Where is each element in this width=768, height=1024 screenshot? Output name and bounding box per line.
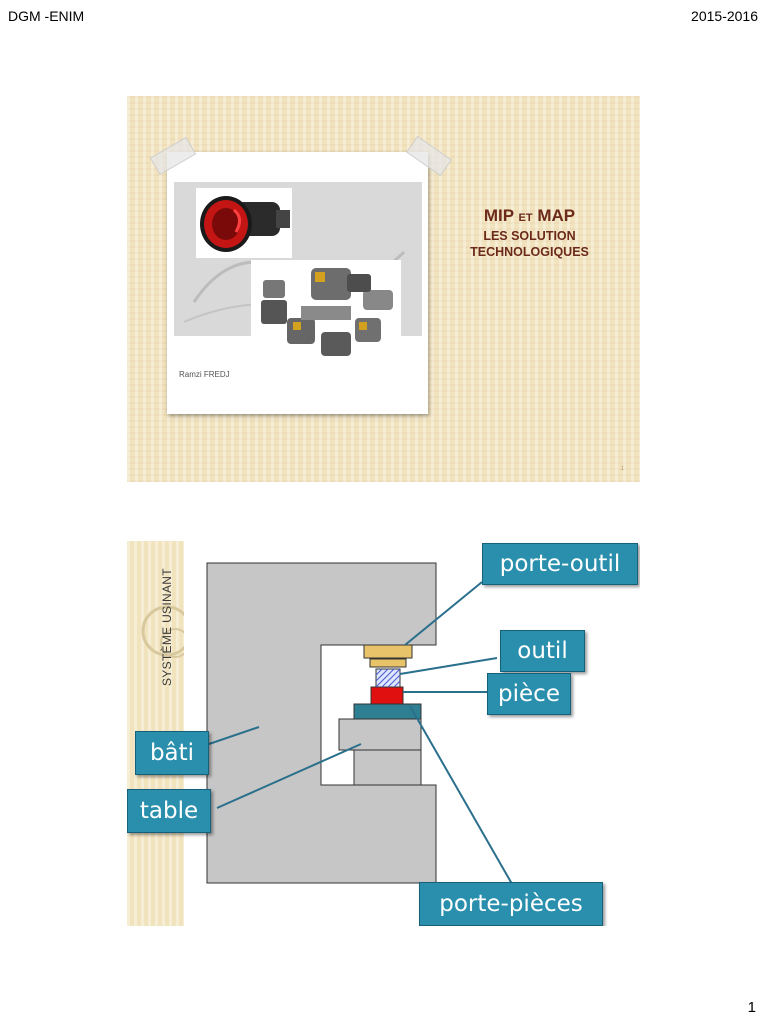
author-name: Ramzi FREDJ [179,370,230,379]
tool-holder-lower [369,658,407,668]
slide-number: 1 [620,466,624,472]
photo-card: Ramzi FREDJ [167,152,428,414]
page-number: 1 [747,999,756,1016]
leader-table [216,743,362,809]
header-right: 2015-2016 [691,8,758,24]
label-bati: bâti [135,731,209,775]
title-mip: MIP [483,206,514,225]
title-et: ET [518,212,533,224]
table-column [353,748,422,786]
label-porte-pieces: porte-pièces [419,882,603,926]
label-table: table [127,789,211,833]
title-slide: Ramzi FREDJ MIP ET MAP LES SOLUTION TECH… [127,96,640,482]
table-shape [338,718,422,751]
leader-porte-outil [404,581,483,646]
title-map: MAP [537,206,576,225]
frame-shape [206,562,437,884]
tool-holder-upper [363,644,413,659]
leader-porte-pieces [409,705,513,885]
subtitle-line2: TECHNOLOGIQUES [470,245,589,259]
label-piece: pièce [487,673,571,715]
header-left: DGM -ENIM [8,8,85,24]
label-outil: outil [500,630,585,672]
label-porte-outil: porte-outil [482,543,638,585]
tool-holder-photo [196,188,292,258]
subtitle-line1: LES SOLUTION [483,229,576,243]
workpiece-shape [370,686,404,705]
leader-outil [399,657,498,675]
title-main: MIP ET MAP [427,206,632,226]
machining-system-slide: SYSTÈME USINANT [127,541,640,926]
leader-bati [208,726,260,745]
machine-diagram [206,562,513,885]
slide-title: MIP ET MAP LES SOLUTION TECHNOLOGIQUES [427,206,632,260]
cutting-tools-photo [251,260,401,366]
swirl-decoration [141,605,184,658]
